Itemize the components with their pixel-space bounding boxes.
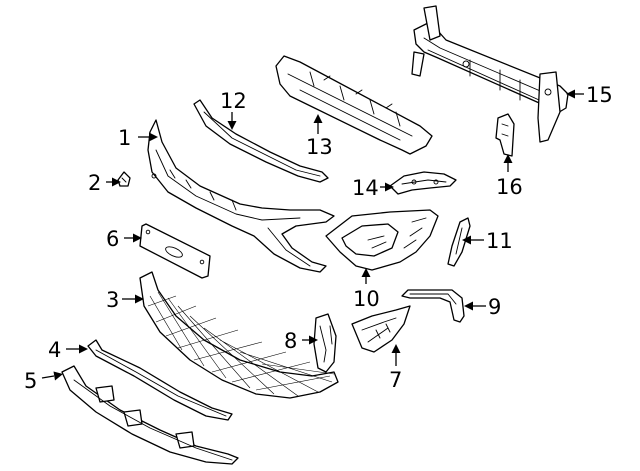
callout-9-number: 9 xyxy=(488,295,501,319)
part-16-mounting-bracket xyxy=(495,113,515,157)
callout-16: 16 xyxy=(496,154,523,199)
callout-14-number: 14 xyxy=(352,176,379,200)
part-12-upper-trim xyxy=(193,99,329,183)
part-3-lower-grille xyxy=(139,271,339,399)
callout-8: 8 xyxy=(284,329,318,353)
callout-5-number: 5 xyxy=(24,369,37,393)
callout-11: 11 xyxy=(462,229,513,253)
callout-4: 4 xyxy=(48,338,88,362)
part-6-license-bracket xyxy=(139,223,211,279)
part-10-fog-bezel xyxy=(325,209,439,271)
part-13-energy-absorber xyxy=(275,55,433,155)
part-5-lower-valance xyxy=(61,365,239,465)
part-14-bracket xyxy=(389,171,457,195)
callout-7-number: 7 xyxy=(389,368,402,392)
callout-3: 3 xyxy=(106,288,144,312)
part-4-trim-strip xyxy=(87,339,233,421)
callout-6-number: 6 xyxy=(106,227,119,251)
part-7-lower-bezel xyxy=(351,305,411,353)
part-9-side-molding xyxy=(401,289,465,323)
callout-10: 10 xyxy=(353,268,380,311)
callout-2: 2 xyxy=(88,171,121,195)
part-11-reflector-trim xyxy=(447,217,471,267)
grille-mesh xyxy=(147,291,335,397)
callout-12-number: 12 xyxy=(220,89,247,113)
callout-8-number: 8 xyxy=(284,329,297,353)
callout-5: 5 xyxy=(24,369,63,393)
callout-1-number: 1 xyxy=(118,126,131,150)
callout-15: 15 xyxy=(566,83,613,107)
callout-13-number: 13 xyxy=(306,135,333,159)
callout-12: 12 xyxy=(220,89,247,130)
callout-4-number: 4 xyxy=(48,338,61,362)
callout-11-number: 11 xyxy=(486,229,513,253)
callout-1: 1 xyxy=(118,126,158,150)
part-15-reinforcement-bar xyxy=(411,5,569,143)
part-1-bumper-cover xyxy=(147,119,335,273)
callout-10-number: 10 xyxy=(353,287,380,311)
callout-15-number: 15 xyxy=(586,83,613,107)
callout-16-number: 16 xyxy=(496,175,523,199)
part-2-clip xyxy=(117,171,131,187)
callout-6: 6 xyxy=(106,227,142,251)
callout-3-number: 3 xyxy=(106,288,119,312)
callout-9: 9 xyxy=(464,295,501,319)
part-8-side-bracket xyxy=(313,313,337,373)
callout-14: 14 xyxy=(352,176,394,200)
callout-13: 13 xyxy=(306,114,333,159)
callout-7: 7 xyxy=(389,344,402,392)
callout-2-number: 2 xyxy=(88,171,101,195)
